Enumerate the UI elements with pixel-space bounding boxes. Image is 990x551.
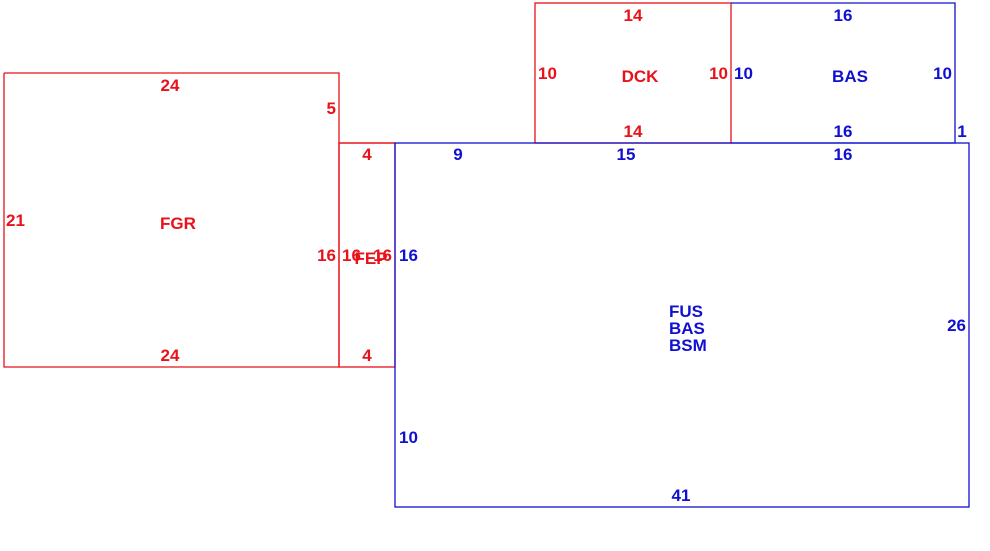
area-fgr: FGR 24 24 21 5 16: [3, 72, 395, 368]
main-dim-top-c: 16: [834, 145, 853, 164]
area-dck: DCK 14 14 10 10: [534, 2, 732, 144]
dck-dim-top: 14: [624, 6, 643, 25]
area-fep: FEP 4 4 16 16: [338, 142, 396, 368]
dck-label: DCK: [622, 67, 660, 86]
bas-top-dim-bottom: 16: [834, 122, 853, 141]
area-main: FUS BAS BSM 9 15 16 26 41 16 10: [394, 142, 970, 508]
fgr-dim-bottom: 24: [161, 346, 180, 365]
main-dim-left-upper: 16: [399, 246, 418, 265]
bas-top-dim-top: 16: [834, 6, 853, 25]
fep-label: FEP: [354, 249, 387, 268]
fgr-label: FGR: [160, 214, 196, 233]
main-dim-top-a: 9: [453, 145, 462, 164]
fep-dim-bottom: 4: [362, 346, 372, 365]
fgr-dim-right-upper: 5: [327, 99, 336, 118]
bas-top-dim-left: 10: [734, 64, 753, 83]
dck-dim-left: 10: [538, 64, 557, 83]
fgr-dim-left: 21: [6, 211, 25, 230]
fep-dim-right: 16: [373, 246, 392, 265]
main-dim-left-lower: 10: [399, 428, 418, 447]
main-label-bas: BAS: [669, 319, 705, 338]
bas-top-label: BAS: [832, 67, 868, 86]
fgr-outline: [4, 72, 395, 144]
dck-dim-right: 10: [709, 64, 728, 83]
dck-dim-bottom: 14: [624, 122, 643, 141]
fep-dim-left: 16: [342, 246, 361, 265]
bas-top-dim-step: 1: [957, 122, 966, 141]
fgr-dim-top: 24: [161, 76, 180, 95]
fgr-dim-right-lower: 16: [317, 246, 336, 265]
fep-dim-top: 4: [362, 145, 372, 164]
main-dim-bottom: 41: [672, 486, 691, 505]
bas-top-dim-right: 10: [933, 64, 952, 83]
main-dim-top-b: 15: [617, 145, 636, 164]
main-dim-right: 26: [947, 316, 966, 335]
area-bas-top: BAS 16 16 10 10 1: [731, 2, 967, 144]
main-label-fus: FUS: [669, 302, 703, 321]
main-label-bsm: BSM: [669, 336, 707, 355]
main-outline: [394, 142, 970, 508]
